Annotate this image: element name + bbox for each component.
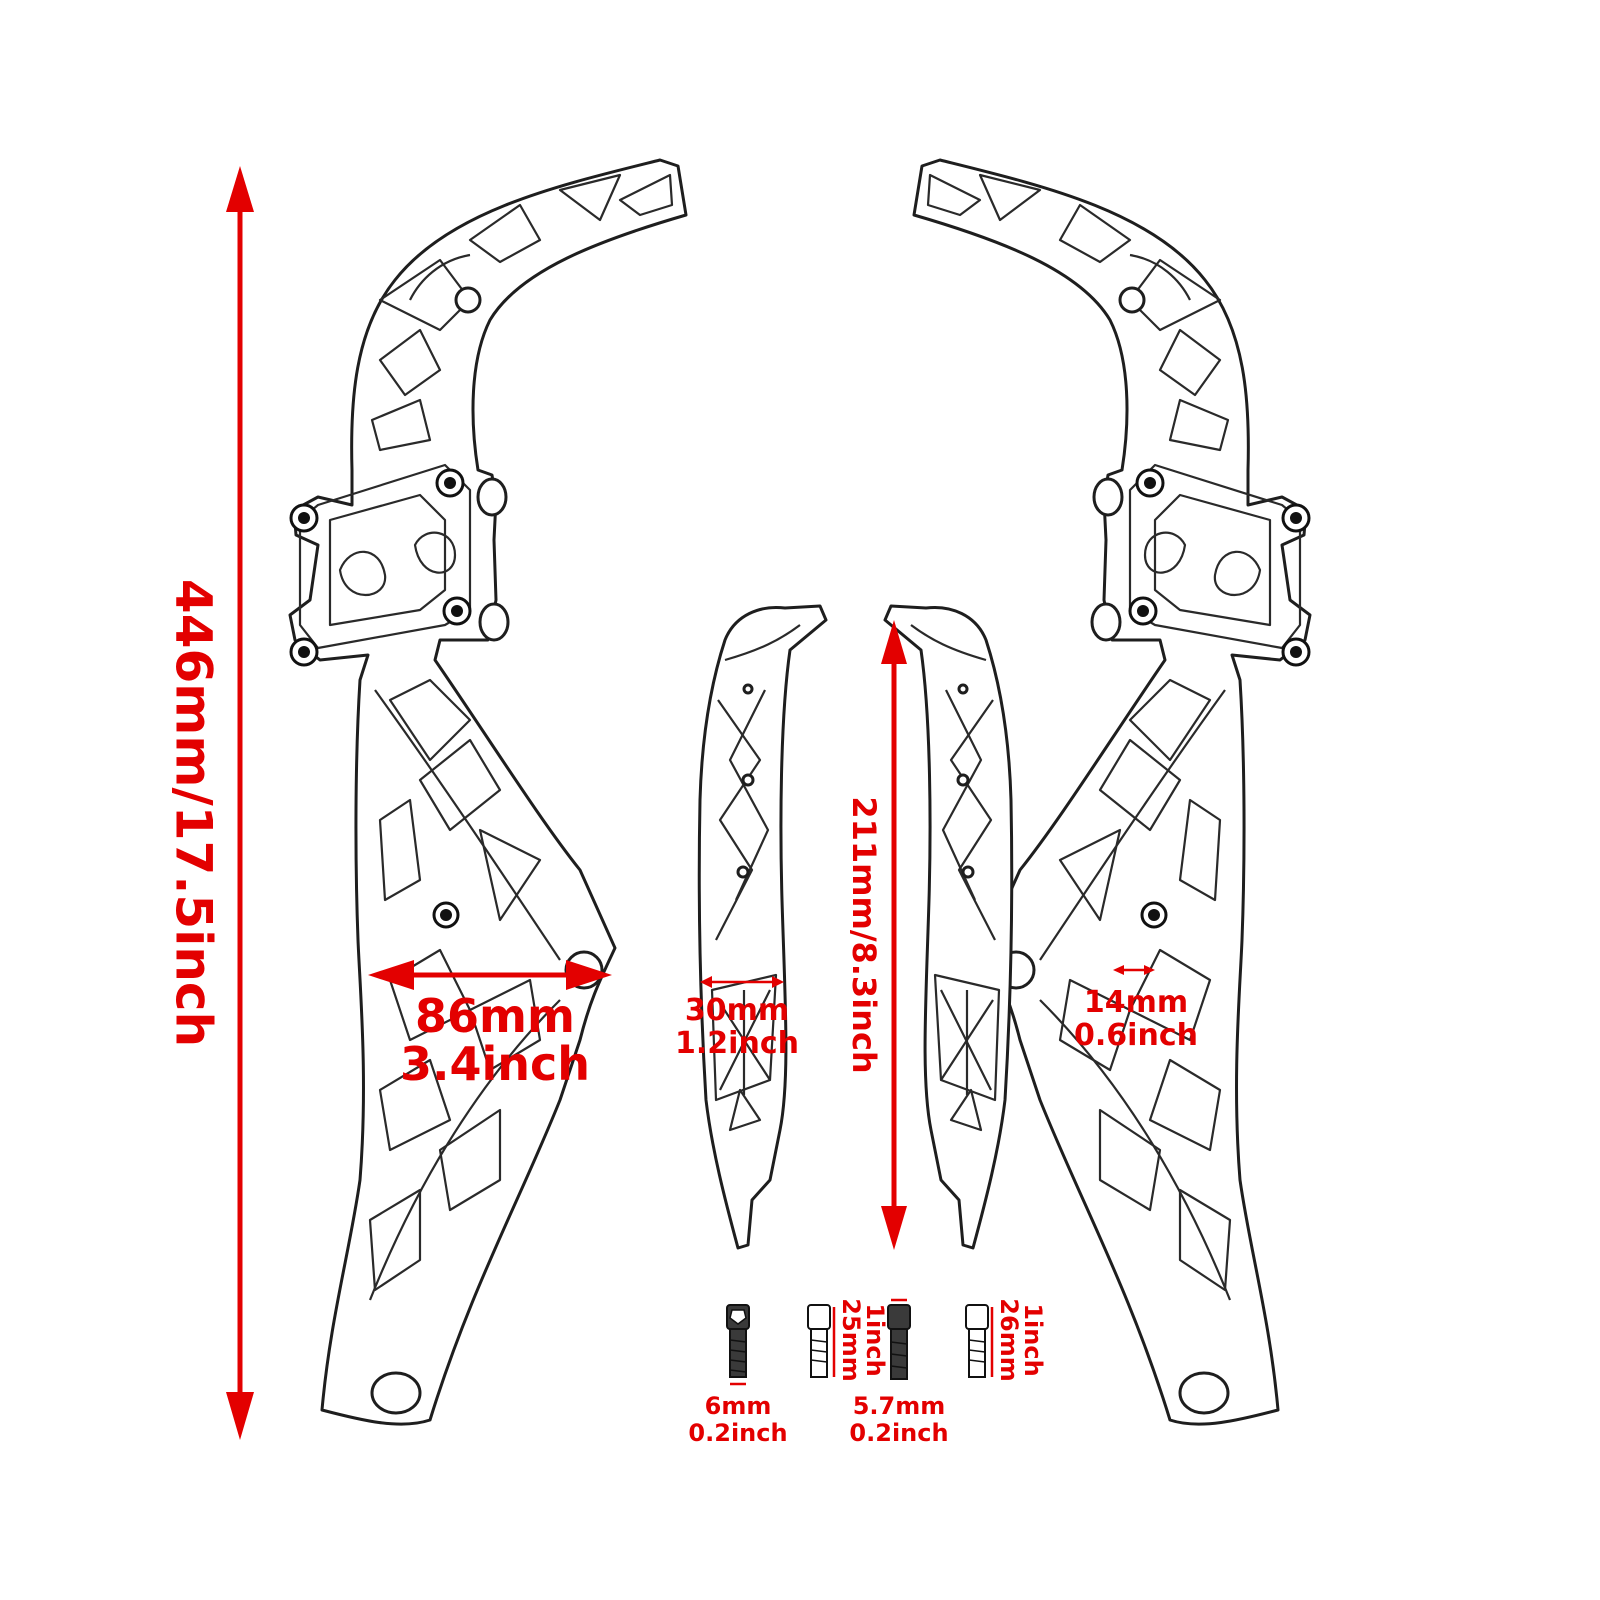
- screw-4-len-mm: 26mm: [995, 1298, 1023, 1381]
- width-dimension-arrow: [368, 960, 612, 990]
- screw-3-dia-mm: 5.7mm: [853, 1392, 946, 1420]
- screw-4: [965, 1304, 989, 1378]
- screw-3: [887, 1304, 911, 1380]
- left-frame-bracket: [288, 158, 688, 1426]
- hole-label-mm: 14mm: [1084, 985, 1188, 1020]
- cover-width-dimension-arrow: [700, 976, 784, 988]
- left-fork-cover: [697, 604, 828, 1250]
- height-dimension-arrow: [226, 166, 254, 1440]
- screw-1: [726, 1304, 750, 1378]
- screw-1-dia-mm: 6mm: [705, 1392, 772, 1420]
- right-fork-cover: [883, 604, 1014, 1250]
- cover-length-label: 211mm/8.3inch: [845, 796, 883, 1073]
- screw-2-len-inch: 1inch: [861, 1303, 889, 1376]
- screw-3-dia-inch: 0.2inch: [849, 1419, 948, 1447]
- screw-2-len-mm: 25mm: [837, 1298, 865, 1381]
- screw-1-dia-inch: 0.2inch: [688, 1419, 787, 1447]
- width-label-mm: 86mm: [415, 989, 575, 1043]
- cover-width-label-inch: 1.2inch: [675, 1026, 799, 1061]
- screw-dimension-ticks: [730, 1298, 994, 1386]
- cover-width-label-mm: 30mm: [685, 993, 789, 1028]
- cover-length-dimension-arrow: [881, 620, 907, 1250]
- hole-dimension-arrow: [1113, 965, 1155, 975]
- screw-4-len-inch: 1inch: [1019, 1303, 1047, 1376]
- screw-2: [807, 1304, 831, 1378]
- hole-label-inch: 0.6inch: [1074, 1018, 1198, 1053]
- width-label-inch: 3.4inch: [400, 1037, 590, 1091]
- height-label: 446mm/17.5inch: [165, 579, 223, 1047]
